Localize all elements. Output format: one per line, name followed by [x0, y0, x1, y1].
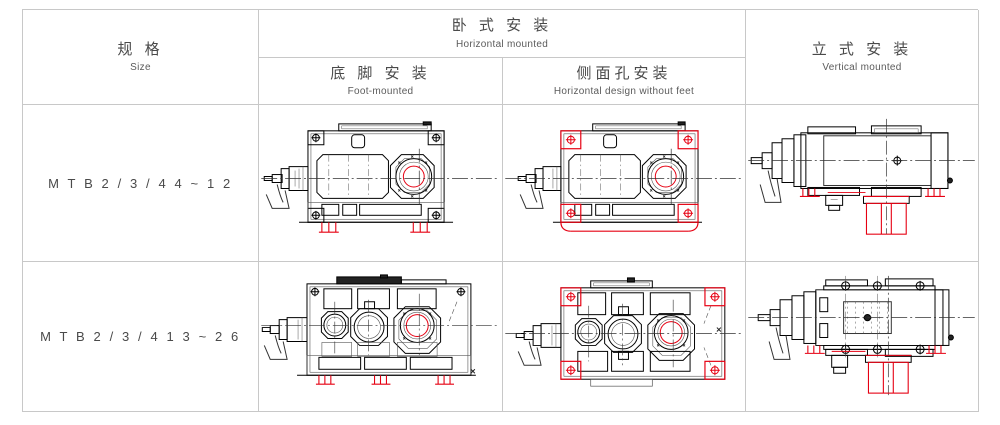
gearbox-3stage-foot-mounted-drawing [259, 262, 502, 411]
header-horizontal-group: 卧 式 安 装 Horizontal mounted [259, 10, 746, 58]
row-1-foot-mounted-cell [259, 105, 503, 262]
header-vertical-mounted-label-en: Vertical mounted [822, 62, 902, 74]
header-horizontal-group-label-en: Horizontal mounted [455, 38, 549, 50]
gearbox-3stage-vertical-drawing [746, 262, 978, 411]
header-foot-mounted-label-cn: 底 脚 安 装 [330, 64, 431, 82]
header-side-hole-mounted-label-en: Horizontal design without feet [553, 86, 695, 98]
row-1-side-hole-cell [503, 105, 746, 262]
header-size-label-en: Size [130, 62, 151, 74]
gearbox-3stage-side-hole-drawing [503, 262, 745, 411]
header-vertical-mounted: 立 式 安 装 Vertical mounted [746, 10, 979, 105]
row-2-size-cell: M T B 2 / 3 / 4 1 3 ~ 2 6 [23, 262, 259, 412]
specification-table: 规 格 Size 卧 式 安 装 Horizontal mounted 底 脚 … [22, 9, 979, 412]
gearbox-2stage-foot-mounted-drawing [259, 105, 502, 261]
row-2-size-label: M T B 2 / 3 / 4 1 3 ~ 2 6 [40, 329, 241, 344]
header-horizontal-group-label-cn: 卧 式 安 装 [451, 17, 553, 35]
header-size: 规 格 Size [23, 10, 259, 105]
gearbox-2stage-side-hole-drawing [503, 105, 745, 261]
header-foot-mounted-label-en: Foot-mounted [347, 86, 414, 98]
gearbox-2stage-vertical-drawing [746, 105, 978, 261]
row-2-vertical-cell [746, 262, 979, 412]
row-1-size-label: M T B 2 / 3 / 4 4 ~ 1 2 [48, 175, 233, 191]
header-foot-mounted: 底 脚 安 装 Foot-mounted [259, 58, 503, 105]
header-size-label-cn: 规 格 [117, 40, 164, 58]
row-2-side-hole-cell [503, 262, 746, 412]
row-1-size-cell: M T B 2 / 3 / 4 4 ~ 1 2 [23, 105, 259, 262]
row-2-foot-mounted-cell [259, 262, 503, 412]
header-side-hole-mounted-label-cn: 侧面孔安装 [576, 64, 672, 82]
header-side-hole-mounted: 侧面孔安装 Horizontal design without feet [503, 58, 746, 105]
header-vertical-mounted-label-cn: 立 式 安 装 [811, 40, 913, 58]
row-1-vertical-cell [746, 105, 979, 262]
